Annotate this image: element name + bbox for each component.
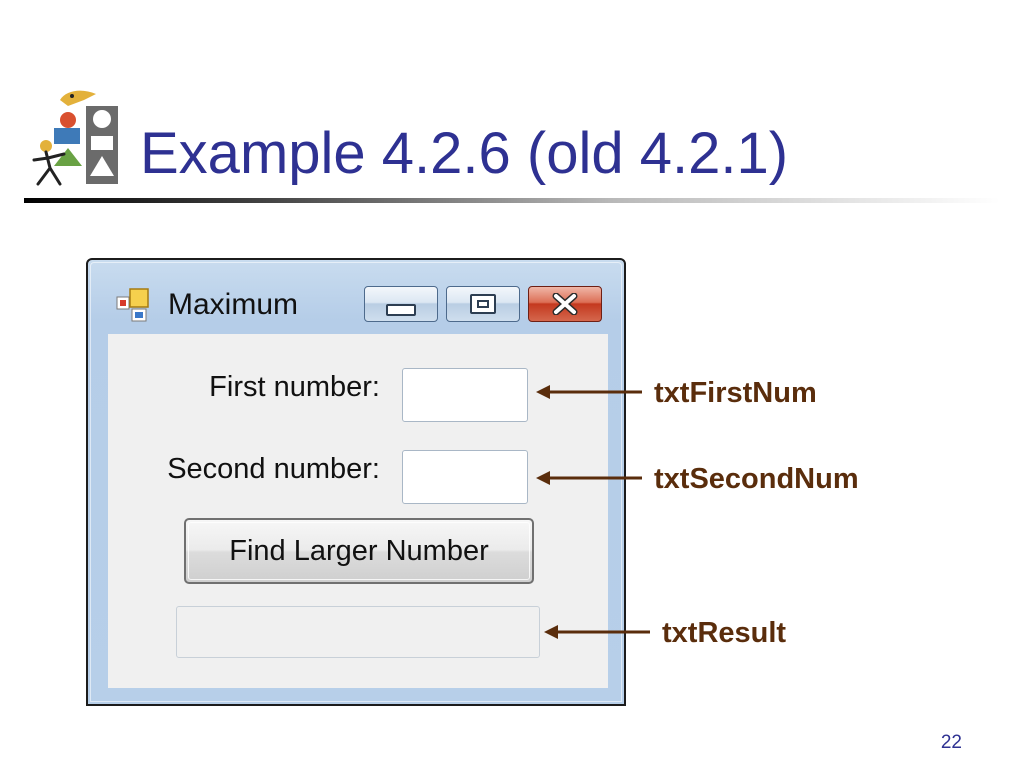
annotation-txtresult: txtResult [662,617,787,649]
page-number: 22 [940,732,962,753]
arrow-left-icon [536,471,642,485]
find-larger-number-button[interactable]: Find Larger Number [184,518,534,584]
arrow-left-icon [536,385,642,399]
first-number-label: First number: [209,371,380,403]
window-title: Maximum [168,288,299,321]
second-number-label: Second number: [167,453,380,485]
slide-title: Example 4.2.6 (old 4.2.1) [140,121,789,186]
close-icon [552,293,578,315]
arrow-left-icon [544,625,650,639]
minimize-button[interactable] [364,286,438,322]
result-output[interactable] [176,606,540,658]
form-client-area: First number: Second number: Find Larger… [108,334,608,688]
maximum-window: Maximum First number: Second number: Fin… [86,258,626,706]
maximize-icon [470,294,496,314]
close-button[interactable] [528,286,602,322]
first-number-input[interactable] [402,368,528,422]
second-number-input[interactable] [402,450,528,504]
title-divider [24,198,1000,203]
annotation-txtfirstnum: txtFirstNum [654,377,817,409]
slide-logo-icon [32,90,118,186]
maximize-button[interactable] [446,286,520,322]
minimize-icon [386,304,416,316]
form-app-icon [116,288,149,322]
annotation-txtsecondnum: txtSecondNum [654,463,859,495]
